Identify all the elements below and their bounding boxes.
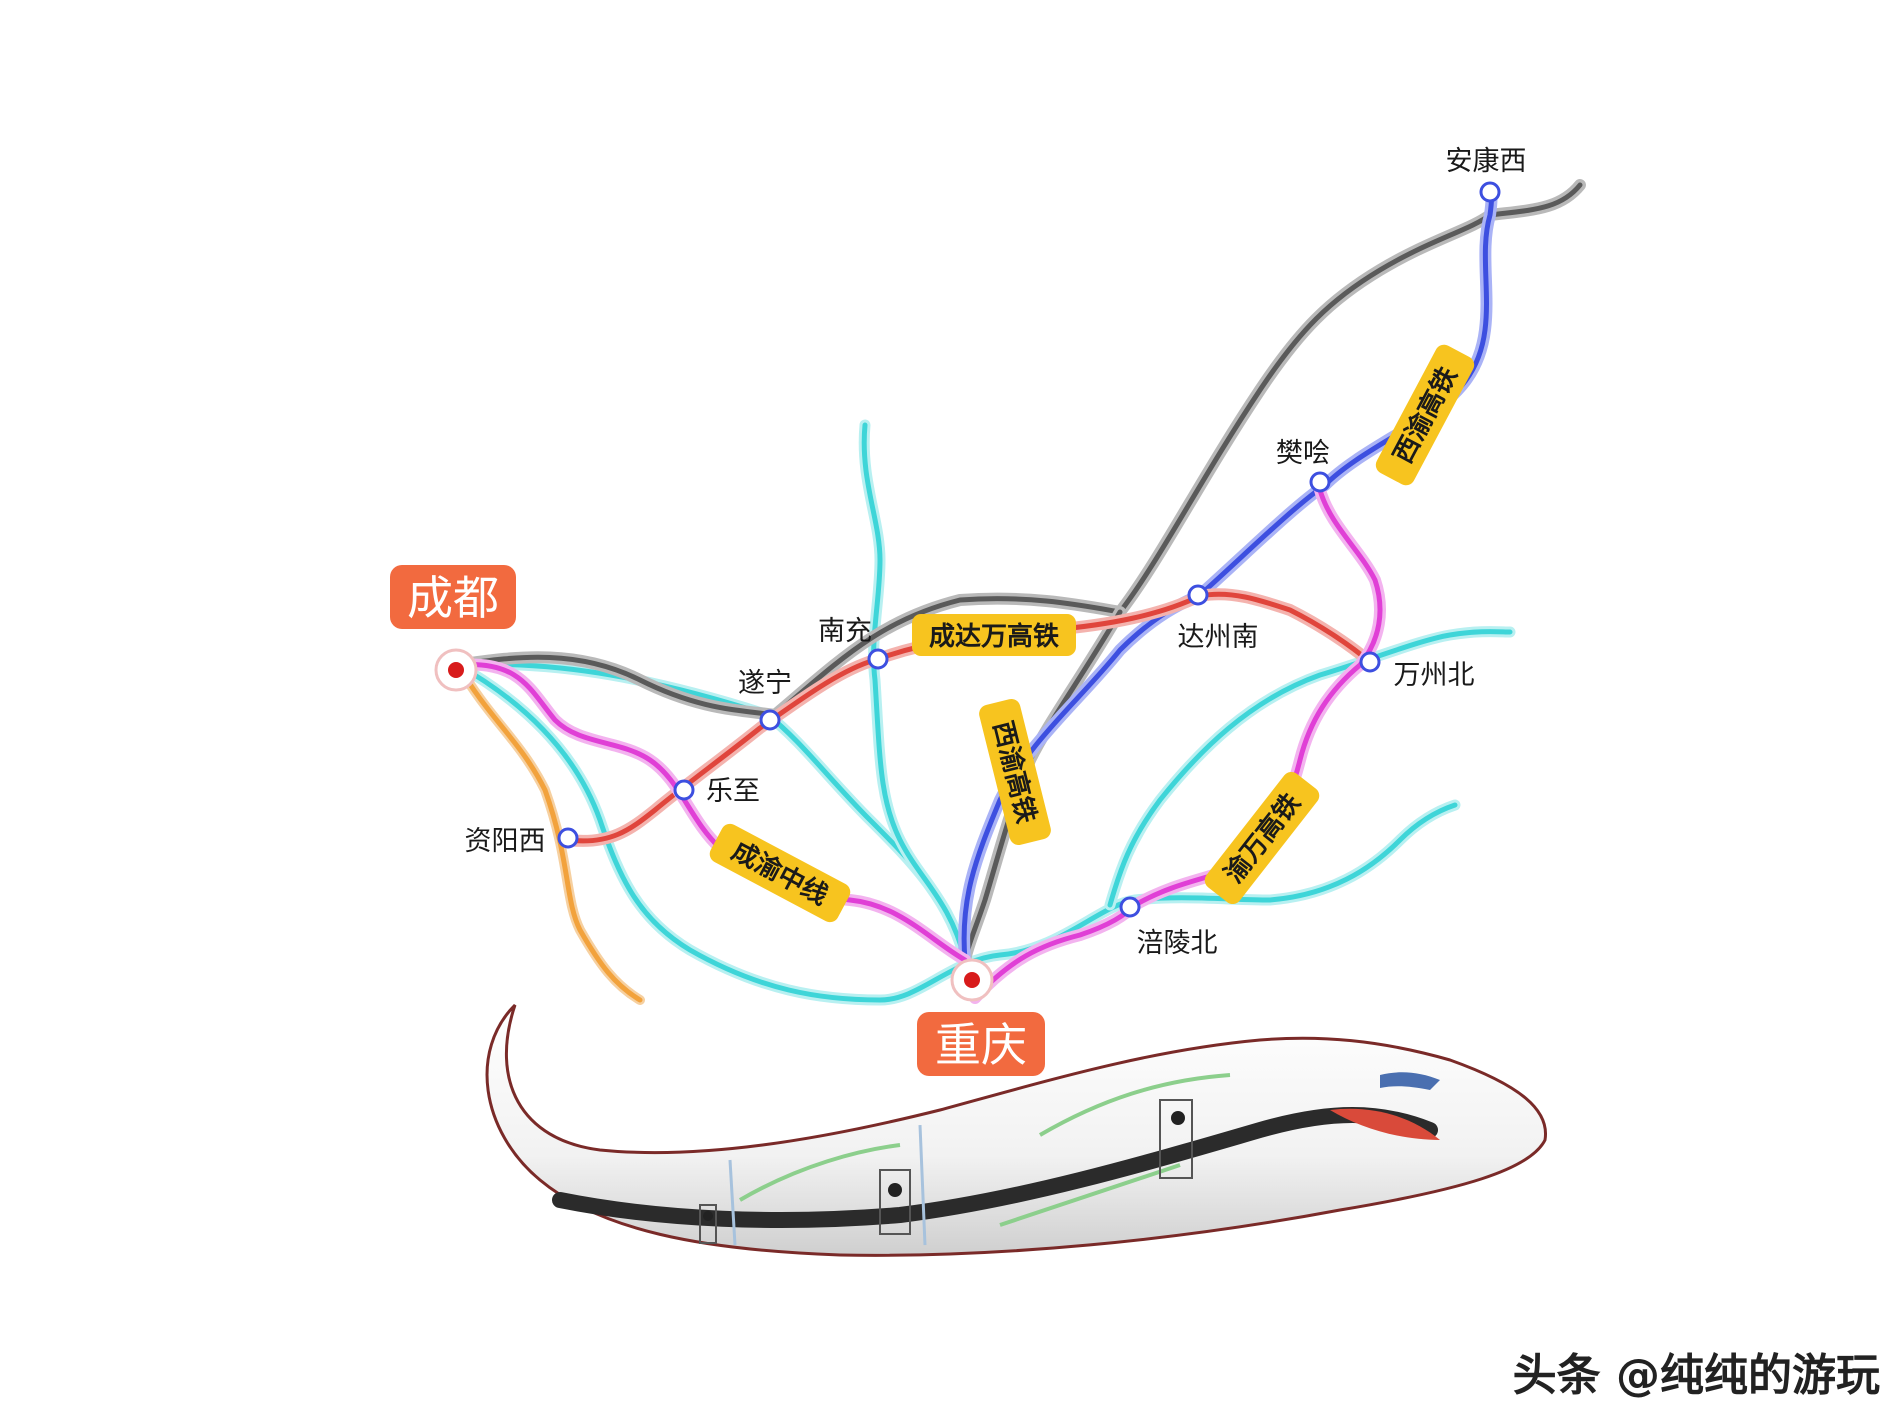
station-fulingbei-label: 涪陵北 [1137, 928, 1218, 959]
station-fanhui: 樊哙 [1276, 438, 1331, 493]
station-nanchong-marker [867, 648, 889, 670]
station-dazhounan-label: 达州南 [1178, 622, 1259, 653]
city-chongqing-marker [964, 972, 980, 988]
line-label-xiyu-upper: 西渝高铁 [1375, 344, 1475, 486]
watermark: 头条 @纯纯的游玩 [1513, 1350, 1880, 1401]
station-suining: 遂宁 [738, 668, 792, 731]
city-chengdu: 成都 [390, 565, 516, 692]
station-wanzhoubei-label: 万州北 [1394, 660, 1475, 691]
station-nanchong-label: 南充 [818, 616, 872, 647]
magenta-rail-lines [452, 484, 1386, 1004]
station-fanhui-marker [1309, 471, 1331, 493]
station-fanhui-label: 樊哙 [1276, 438, 1330, 469]
station-dazhounan-marker [1187, 584, 1209, 606]
line-label-chengdawan: 成达万高铁 [912, 614, 1076, 656]
line-label-yuwan-text: 渝万高铁 [1218, 788, 1306, 889]
city-chengdu-label: 成都 [407, 571, 499, 625]
station-lezhi-label: 乐至 [706, 776, 760, 807]
line-label-chengdawan-text: 成达万高铁 [929, 621, 1059, 652]
city-chongqing: 重庆 [917, 958, 1045, 1076]
orange-rail-line [453, 660, 645, 1005]
station-lezhi-marker [673, 779, 695, 801]
station-ziyangxi: 资阳西 [465, 826, 579, 857]
station-nanchong: 南充 [818, 616, 889, 670]
station-suining-marker [759, 709, 781, 731]
city-chongqing-badge [917, 1012, 1045, 1076]
station-fulingbei-marker [1119, 896, 1141, 918]
station-ankangxi-marker [1479, 181, 1501, 203]
station-ankangxi-label: 安康西 [1446, 146, 1527, 177]
station-fulingbei: 涪陵北 [1119, 896, 1218, 959]
line-label-chengyu-middle: 成渝中线 [709, 823, 851, 923]
station-ankangxi: 安康西 [1446, 146, 1527, 203]
city-chongqing-label: 重庆 [935, 1018, 1027, 1072]
station-dazhounan: 达州南 [1178, 584, 1259, 653]
station-suining-label: 遂宁 [738, 668, 792, 699]
station-ziyangxi-label: 资阳西 [465, 826, 546, 857]
blue-rail-line [958, 184, 1498, 966]
station-lezhi: 乐至 [673, 776, 760, 807]
city-chengdu-marker [448, 662, 464, 678]
station-wanzhoubei-marker [1359, 651, 1381, 673]
station-wanzhoubei: 万州北 [1359, 651, 1475, 691]
station-ziyangxi-marker [557, 827, 579, 849]
rail-lines [452, 179, 1586, 1006]
line-label-xiyu-lower: 西渝高铁 [979, 698, 1051, 846]
city-chengdu-badge [390, 565, 516, 629]
line-label-yuwan: 渝万高铁 [1204, 771, 1320, 905]
train-illustration [485, 1003, 1548, 1257]
stations: 安康西 樊哙 达州南 万州北 南充 遂宁 乐至 资阳西 [465, 146, 1527, 959]
